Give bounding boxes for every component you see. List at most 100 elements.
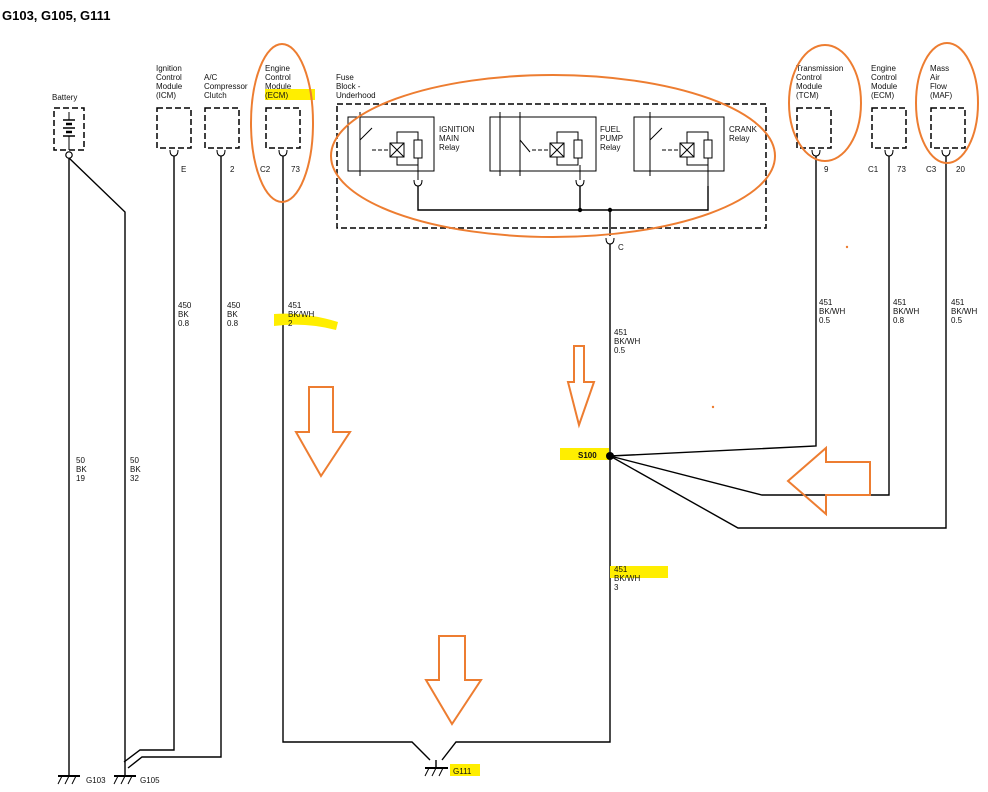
svg-text:BK/WH: BK/WH [614, 574, 640, 583]
svg-text:50: 50 [130, 456, 139, 465]
svg-text:2: 2 [288, 319, 293, 328]
ground-g111-highlight [450, 764, 480, 776]
ecm-left-highlight [265, 89, 315, 100]
annotation-layer [250, 42, 979, 726]
svg-text:Module: Module [796, 82, 823, 91]
svg-text:A/C: A/C [204, 73, 218, 82]
ground-g103: G103 [57, 770, 106, 785]
ground-label-g105: G105 [140, 776, 160, 785]
svg-text:Control: Control [265, 73, 291, 82]
annotation-circle-fuse-block [330, 74, 776, 238]
svg-text:Relay: Relay [600, 143, 620, 152]
ground-g105: G105 [113, 760, 160, 785]
maf-pin-20: 20 [956, 165, 965, 174]
svg-text:50: 50 [76, 456, 85, 465]
svg-text:Compressor: Compressor [204, 82, 248, 91]
svg-text:Ignition: Ignition [156, 64, 182, 73]
svg-text:32: 32 [130, 474, 139, 483]
svg-text:(MAF): (MAF) [930, 91, 953, 100]
wire-label-maf: 451 BK/WH 0.5 [951, 298, 977, 325]
svg-text:Underhood: Underhood [336, 91, 376, 100]
svg-text:PUMP: PUMP [600, 134, 623, 143]
ac-compressor-component: A/C Compressor Clutch 2 [204, 73, 248, 174]
svg-text:451: 451 [951, 298, 965, 307]
svg-text:FUEL: FUEL [600, 125, 621, 134]
diagram-title: G103, G105, G111 [2, 8, 110, 23]
svg-text:Transmission: Transmission [796, 64, 843, 73]
svg-text:BK: BK [130, 465, 141, 474]
svg-text:0.8: 0.8 [227, 319, 239, 328]
splice-down-highlight [610, 566, 668, 578]
svg-text:BK/WH: BK/WH [288, 310, 314, 319]
ac-pin: 2 [230, 165, 235, 174]
svg-text:(ECM): (ECM) [871, 91, 894, 100]
svg-text:BK/WH: BK/WH [614, 337, 640, 346]
icm-component: Ignition Control Module (ICM) E [156, 64, 192, 174]
svg-text:Mass: Mass [930, 64, 949, 73]
svg-text:0.8: 0.8 [178, 319, 190, 328]
svg-text:3: 3 [614, 583, 619, 592]
svg-text:Flow: Flow [930, 82, 947, 91]
svg-text:Control: Control [796, 73, 822, 82]
ecm-left-wire-highlight [274, 313, 338, 330]
ecm-right-component: Engine Control Module (ECM) C1 73 [868, 64, 907, 174]
fuse-block-component: Fuse Block - Underhood IGNITION MAIN Rel… [336, 73, 767, 252]
svg-text:451: 451 [614, 565, 628, 574]
svg-text:19: 19 [76, 474, 85, 483]
svg-text:BK: BK [76, 465, 87, 474]
annotation-arrow-down-center [566, 345, 596, 429]
ground-label-g111: G111 [453, 767, 472, 776]
svg-text:450: 450 [227, 301, 241, 310]
svg-text:0.5: 0.5 [819, 316, 831, 325]
wire-label-fuse: 451 BK/WH 0.5 [614, 328, 640, 355]
wire-label-icm: 450 BK 0.8 [178, 301, 192, 328]
svg-text:0.8: 0.8 [893, 316, 905, 325]
wire-label-splice-down: 451 BK/WH 3 [614, 565, 640, 592]
wire-label-ac: 450 BK 0.8 [227, 301, 241, 328]
svg-text:BK/WH: BK/WH [893, 307, 919, 316]
svg-text:451: 451 [893, 298, 907, 307]
svg-text:Relay: Relay [729, 134, 749, 143]
svg-text:IGNITION: IGNITION [439, 125, 475, 134]
svg-text:Block -: Block - [336, 82, 361, 91]
svg-text:451: 451 [819, 298, 833, 307]
ground-g111: G111 [424, 760, 480, 777]
wire-label-ecm-right: 451 BK/WH 0.8 [893, 298, 919, 325]
svg-text:BK/WH: BK/WH [819, 307, 845, 316]
annotation-arrow-left [786, 445, 871, 517]
annotation-arrow-down-bottom [424, 635, 483, 726]
ground-label-g103: G103 [86, 776, 106, 785]
svg-text:Engine: Engine [871, 64, 896, 73]
svg-text:(TCM): (TCM) [796, 91, 819, 100]
ecm-right-pin-c1: C1 [868, 165, 879, 174]
svg-text:MAIN: MAIN [439, 134, 459, 143]
svg-text:0.5: 0.5 [951, 316, 963, 325]
battery-label: Battery [52, 93, 77, 102]
svg-text:451: 451 [614, 328, 628, 337]
wire-label-battery-a: 50 BK 19 [76, 456, 87, 483]
annotation-circle-maf [915, 42, 979, 164]
svg-text:450: 450 [178, 301, 192, 310]
svg-text:Module: Module [156, 82, 183, 91]
icm-pin: E [181, 165, 186, 174]
svg-text:0.5: 0.5 [614, 346, 626, 355]
svg-text:Control: Control [156, 73, 182, 82]
tcm-component: Transmission Control Module (TCM) 9 [796, 64, 843, 174]
ecm-right-pin-73: 73 [897, 165, 906, 174]
svg-text:Engine: Engine [265, 64, 290, 73]
tcm-pin: 9 [824, 165, 829, 174]
svg-text:(ICM): (ICM) [156, 91, 176, 100]
annotation-circle-ecm-left [250, 43, 314, 203]
battery-component: Battery [52, 93, 85, 159]
annotation-arrow-down-left [294, 386, 352, 478]
svg-text:451: 451 [288, 301, 302, 310]
ecm-left-pin-73: 73 [291, 165, 300, 174]
maf-pin-c3: C3 [926, 165, 937, 174]
fuel-pump-relay: FUEL PUMP Relay [489, 112, 623, 187]
svg-text:Control: Control [871, 73, 897, 82]
svg-text:Air: Air [930, 73, 940, 82]
svg-text:Relay: Relay [439, 143, 459, 152]
wire-label-battery-b: 50 BK 32 [130, 456, 141, 483]
wire-label-ecm-left: 451 BK/WH 2 [288, 301, 314, 328]
svg-text:BK: BK [227, 310, 238, 319]
